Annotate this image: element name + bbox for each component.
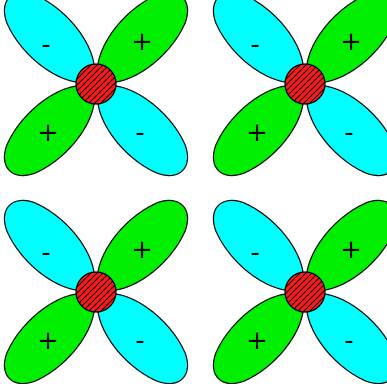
positive-lobe	[3, 84, 96, 177]
lobe-sign-label: +	[246, 326, 268, 356]
lobe-sign-label: +	[340, 235, 362, 265]
negative-lobe	[96, 84, 189, 177]
positive-lobe	[96, 0, 189, 84]
negative-lobe	[3, 0, 96, 84]
lobe-sign-label: -	[41, 30, 50, 60]
lobe-sign-label: -	[344, 118, 353, 148]
lobe-sign-label: -	[250, 238, 259, 268]
lobe-sign-label: -	[250, 30, 259, 60]
lobe-sign-label: +	[131, 235, 153, 265]
lobe-sign-label: +	[37, 118, 59, 148]
negative-lobe	[305, 292, 387, 384]
orbital: - + + -	[3, 199, 189, 384]
orbital: - + + -	[3, 0, 189, 177]
lobe-sign-label: +	[340, 27, 362, 57]
lobe-sign-label: -	[135, 118, 144, 148]
positive-lobe	[305, 199, 387, 292]
lobe-sign-label: -	[135, 326, 144, 356]
positive-lobe	[212, 292, 305, 384]
negative-lobe	[212, 199, 305, 292]
positive-lobe	[96, 199, 189, 292]
nucleus-hatching	[76, 272, 116, 312]
lobe-sign-label: +	[246, 118, 268, 148]
negative-lobe	[3, 199, 96, 292]
orbital: - + + -	[212, 199, 387, 384]
lobe-sign-label: -	[344, 326, 353, 356]
negative-lobe	[96, 292, 189, 384]
positive-lobe	[3, 292, 96, 384]
lobe-sign-label: +	[131, 27, 153, 57]
lobe-sign-label: -	[41, 238, 50, 268]
positive-lobe	[212, 84, 305, 177]
negative-lobe	[212, 0, 305, 84]
nucleus	[75, 271, 117, 313]
negative-lobe	[305, 84, 387, 177]
orbital: - + + -	[212, 0, 387, 177]
positive-lobe	[305, 0, 387, 84]
lobe-sign-label: +	[37, 326, 59, 356]
